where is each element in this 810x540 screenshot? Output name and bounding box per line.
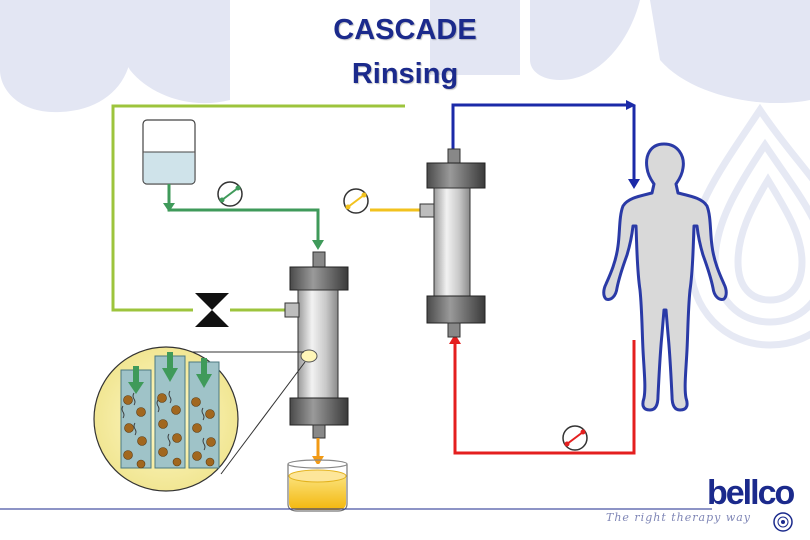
waste-beaker xyxy=(287,459,348,512)
dialyser-filter xyxy=(419,148,486,338)
pump-icon xyxy=(217,181,243,207)
magnified-view xyxy=(93,346,306,492)
brand-tagline: The right therapy way xyxy=(606,511,752,524)
slide-title-line-2: Rinsing xyxy=(351,58,459,90)
rinse-return-line xyxy=(111,104,405,312)
patient-silhouette-icon xyxy=(602,142,728,412)
arrow-head xyxy=(312,240,324,250)
pump-icon xyxy=(343,188,369,214)
saline-bag xyxy=(142,119,196,185)
arrow-head xyxy=(449,334,461,344)
arrow-head xyxy=(312,456,324,466)
pump-icon xyxy=(562,425,588,451)
clamp-valve-icon xyxy=(195,293,229,327)
adsorbent-cartridge xyxy=(284,251,349,439)
watermark-logo xyxy=(0,0,810,113)
brand-logo: bellco xyxy=(707,474,795,512)
venous-line xyxy=(451,103,636,182)
infusion-line xyxy=(167,184,320,244)
arrow-head xyxy=(626,100,636,110)
arterial-line xyxy=(453,340,636,455)
arrow-head xyxy=(628,179,640,189)
arrow-head xyxy=(163,203,175,212)
slide-title-line-1: CASCADE xyxy=(333,14,477,46)
bellco-seal-icon xyxy=(773,512,793,532)
